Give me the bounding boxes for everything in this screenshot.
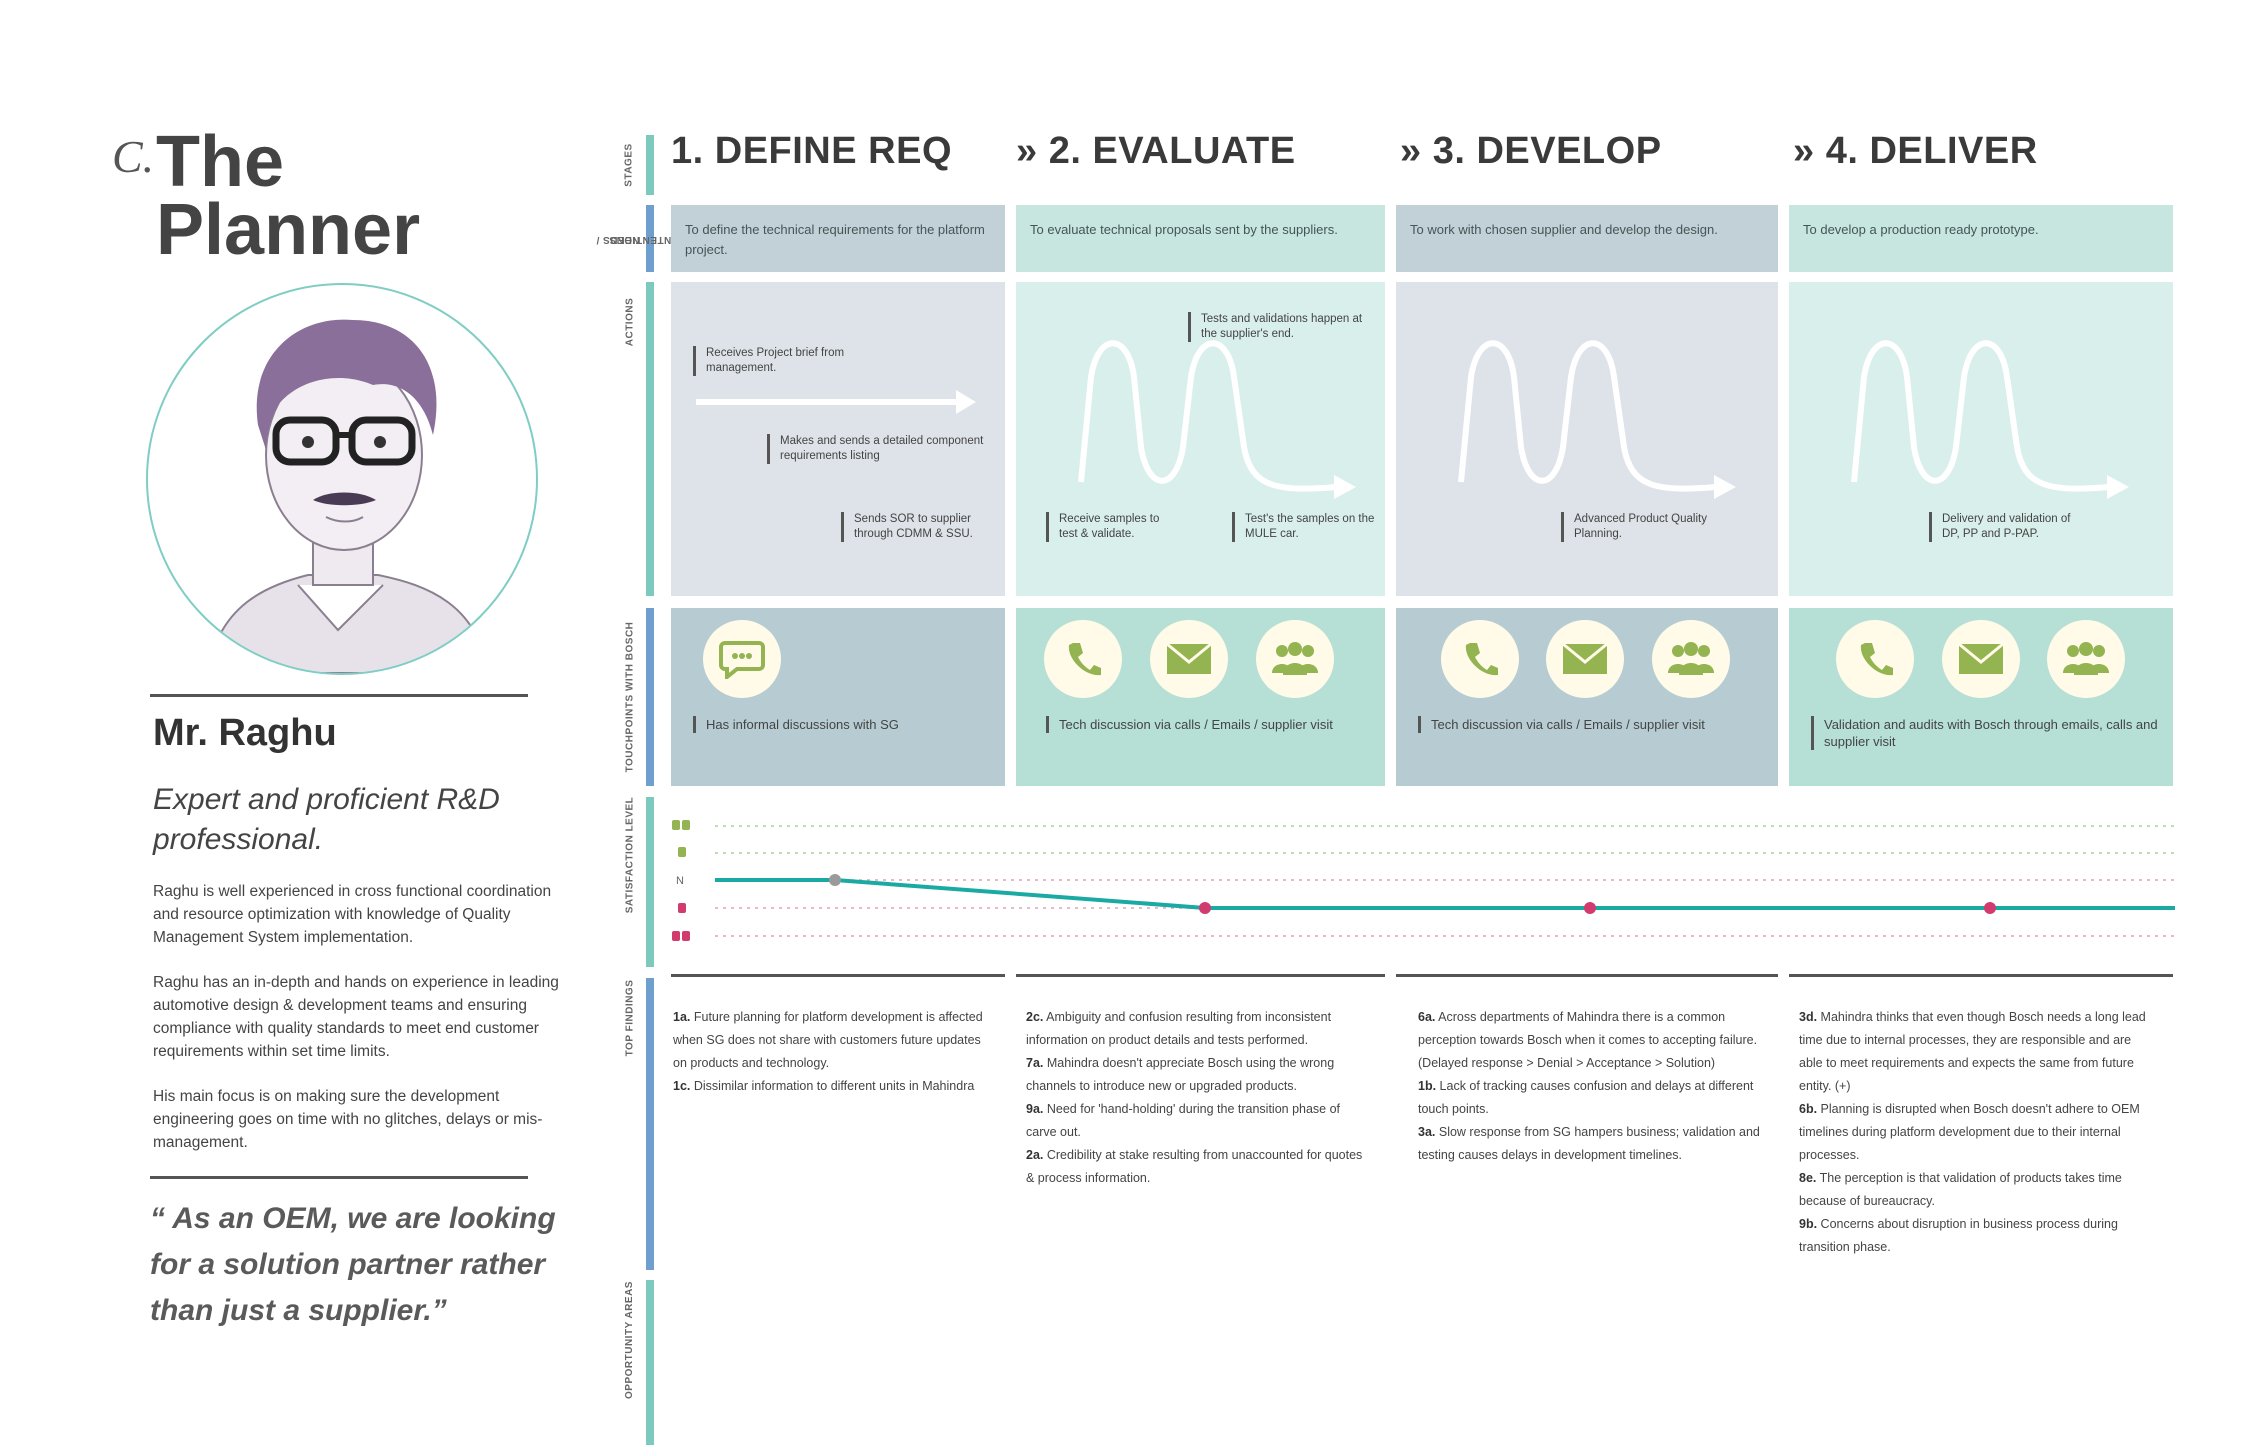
action-note: Receives Project brief from management. [693,346,856,376]
thumbs-down-double-icon [672,931,690,941]
phone-icon [1044,620,1122,698]
persona-quote: “ As an OEM, we are looking for a soluti… [150,1202,556,1327]
row-label-actions: ACTIONS [624,297,635,347]
mail-icon [1150,620,1228,698]
findings-divider [1789,974,2173,977]
neutral-label: N [676,875,684,887]
persona-title: The Planner [156,122,421,270]
stage-title-define: 1. DEFINE REQ [671,130,952,172]
persona-name: Mr. Raghu [153,712,337,754]
thumbs-up-icon [678,847,686,857]
findings-divider [671,974,1005,977]
action-note: Sends SOR to supplier through CDMM & SSU… [841,512,999,542]
persona-description-3: His main focus is on making sure the dev… [153,1088,543,1151]
phone-icon [1441,620,1519,698]
row-label-needs: NEEDS /INTENTIONS [596,233,675,245]
need-develop: To work with chosen supplier and develop… [1396,205,1778,272]
satisfaction-points [829,874,1996,914]
touchpoint-text: Tech discussion via calls / Emails / sup… [1418,716,1771,733]
row-label-stages: STAGES [623,143,635,187]
persona-role: Expert and proficient R&D professional. [153,783,500,856]
findings-define: 1a. Future planning for platform develop… [673,1010,983,1093]
row-bar-actions [646,282,654,596]
row-label-satisfaction: SATISFACTION LEVEL [624,796,636,913]
chat-icon [703,620,781,698]
action-note: Tests and validations happen at the supp… [1188,312,1371,342]
persona-title-line1: The [156,122,285,202]
row-label-touchpoints: TOUCHPOINTS WITH BOSCH [624,621,636,773]
row-bar-findings [646,978,654,1270]
portrait-illustration [206,319,490,673]
need-evaluate: To evaluate technical proposals sent by … [1016,205,1385,272]
persona-divider-bottom [150,1176,528,1179]
group-icon [1652,620,1730,698]
persona-divider-top [150,694,528,697]
wave-arrow-graphic [1458,340,1736,499]
need-deliver: To develop a production ready prototype. [1789,205,2173,272]
actions-panel-develop: Advanced Product Quality Planning. [1396,282,1778,596]
row-bar-satisfaction [646,797,654,967]
wave-arrow-graphic [1851,340,2129,499]
satisfaction-chart: N [672,820,2175,941]
persona-description-1: Raghu is well experienced in cross funct… [153,883,552,946]
findings-divider [1396,974,1778,977]
row-bar-opportunity [646,1280,654,1445]
touchpoints-panel-define: Has informal discussions with SG [671,608,1005,786]
row-label-opportunity: OPPORTUNITY AREAS [624,1281,635,1399]
action-note: Advanced Product Quality Planning. [1561,512,1714,542]
touchpoints-panel-develop: Tech discussion via calls / Emails / sup… [1396,608,1778,786]
findings-divider [1016,974,1385,977]
satisfaction-gridlines [715,825,2175,937]
touchpoint-text: Has informal discussions with SG [693,716,996,733]
touchpoint-text: Tech discussion via calls / Emails / sup… [1046,716,1379,733]
satisfaction-point [1584,902,1596,914]
row-bar-touchpoints [646,608,654,786]
actions-panel-deliver: Delivery and validation of DP, PP and P-… [1789,282,2173,596]
stage-title-develop: » 3. DEVELOP [1400,130,1662,172]
findings-evaluate: 2c. Ambiguity and confusion resulting fr… [1026,1010,1363,1185]
actions-panel-evaluate: Tests and validations happen at the supp… [1016,282,1385,596]
group-icon [2047,620,2125,698]
row-bar-needs [646,205,654,272]
phone-icon [1836,620,1914,698]
touchpoints-panel-deliver: Validation and audits with Bosch through… [1789,608,2173,786]
satisfaction-line [715,878,2175,910]
satisfaction-point [829,874,841,886]
action-note: Receive samples to test & validate. [1046,512,1179,542]
thumbs-up-double-icon [672,820,690,830]
satisfaction-point [1984,902,1996,914]
wave-arrow-graphic [1078,340,1356,499]
group-icon [1256,620,1334,698]
mail-icon [1942,620,2020,698]
touchpoints-panel-evaluate: Tech discussion via calls / Emails / sup… [1016,608,1385,786]
persona-description-2: Raghu has an in-depth and hands on exper… [153,974,559,1060]
persona-letter: C. [112,131,155,182]
action-note: Test's the samples on the MULE car. [1232,512,1385,542]
action-note: Makes and sends a detailed component req… [767,434,1000,464]
persona-title-line2: Planner [156,190,421,270]
need-define: To define the technical requirements for… [671,205,1005,272]
findings-develop: 6a. Across departments of Mahindra there… [1418,1010,1760,1162]
arrow-graphic [696,390,976,414]
row-label-findings: TOP FINDINGS [624,979,636,1057]
persona-portrait [146,283,538,675]
touchpoint-text: Validation and audits with Bosch through… [1811,716,2164,750]
mail-icon [1546,620,1624,698]
thumbs-down-icon [678,903,686,913]
stage-title-evaluate: » 2. EVALUATE [1016,130,1296,172]
action-note: Delivery and validation of DP, PP and P-… [1929,512,2082,542]
stage-title-deliver: » 4. DELIVER [1793,130,2038,172]
satisfaction-point [1199,902,1211,914]
actions-panel-define: Receives Project brief from management. … [671,282,1005,596]
row-bar-stages [646,135,654,195]
findings-deliver: 3d. Mahindra thinks that even though Bos… [1799,1010,2146,1254]
